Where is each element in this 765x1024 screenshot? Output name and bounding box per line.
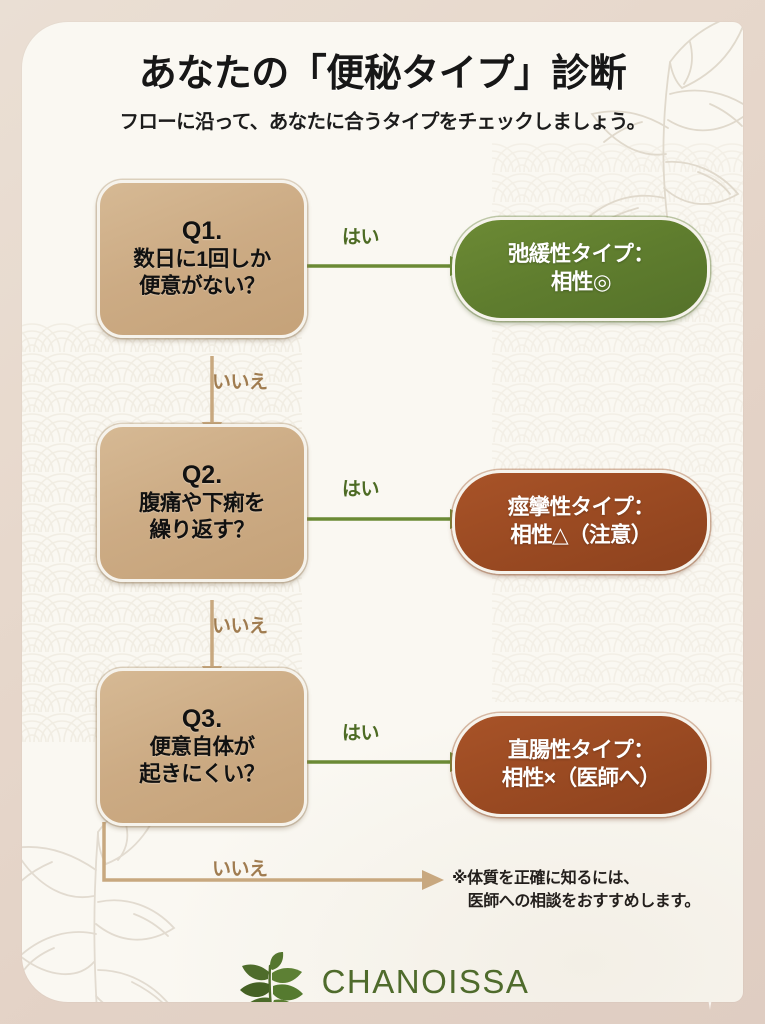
answer-text-a1: 弛緩性タイプ： 相性◎ bbox=[507, 242, 655, 294]
question-box-q3[interactable]: Q3. 便意自体が 起きにくい？ bbox=[97, 668, 307, 826]
brand-logo: CHANOISSA bbox=[22, 952, 743, 1002]
answer-text-a2: 痙攣性タイプ： 相性△（注意） bbox=[507, 495, 655, 547]
question-box-q2[interactable]: Q2. 腹痛や下痢を 繰り返す？ bbox=[97, 424, 307, 582]
tea-leaf-sprig-icon bbox=[236, 952, 308, 1002]
content-card: あなたの「便秘タイプ」診断 フローに沿って、あなたに合うタイプをチェックしましょ… bbox=[22, 22, 743, 1002]
edge-label-q2-no: いいえ bbox=[212, 616, 268, 637]
edge-label-q1-yes: はい bbox=[342, 227, 380, 248]
connector-q3-yes bbox=[304, 750, 474, 774]
question-number-q1: Q1. bbox=[181, 217, 223, 246]
edge-label-q2-yes: はい bbox=[342, 479, 380, 500]
answer-box-a3[interactable]: 直腸性タイプ： 相性×（医師へ） bbox=[452, 713, 710, 817]
question-number-q2: Q2. bbox=[181, 461, 223, 490]
connector-q2-yes bbox=[304, 507, 474, 531]
footnote-text: ※体質を正確に知るには、 医師への相談をおすすめします。 bbox=[452, 870, 701, 911]
question-box-q1[interactable]: Q1. 数日に1回しか 便意がない？ bbox=[97, 180, 307, 338]
question-text-q3: 便意自体が 起きにくい？ bbox=[139, 734, 265, 787]
edge-label-q3-no: いいえ bbox=[212, 859, 268, 880]
page-subtitle: フローに沿って、あなたに合うタイプをチェックしましょう。 bbox=[119, 111, 646, 133]
connector-q1-yes bbox=[304, 254, 474, 278]
answer-text-a3: 直腸性タイプ： 相性×（医師へ） bbox=[501, 738, 661, 790]
header: あなたの「便秘タイプ」診断 フローに沿って、あなたに合うタイプをチェックしましょ… bbox=[22, 22, 743, 134]
question-number-q3: Q3. bbox=[181, 705, 223, 734]
connector-q3-no bbox=[92, 822, 452, 902]
question-text-q1: 数日に1回しか 便意がない？ bbox=[133, 246, 271, 299]
answer-box-a1[interactable]: 弛緩性タイプ： 相性◎ bbox=[452, 217, 710, 321]
question-text-q2: 腹痛や下痢を 繰り返す？ bbox=[138, 490, 266, 543]
edge-label-q3-yes: はい bbox=[342, 723, 380, 744]
page-title: あなたの「便秘タイプ」診断 bbox=[138, 53, 627, 95]
edge-label-q1-no: いいえ bbox=[212, 372, 268, 393]
answer-box-a2[interactable]: 痙攣性タイプ： 相性△（注意） bbox=[452, 470, 710, 574]
brand-name: CHANOISSA bbox=[322, 963, 530, 1002]
